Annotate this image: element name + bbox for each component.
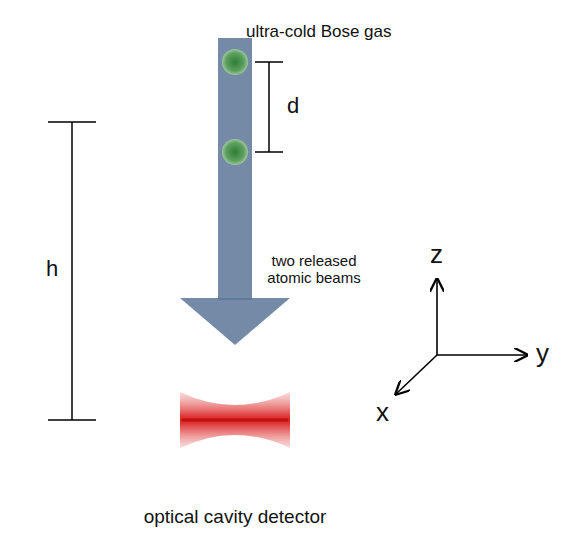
cavity-axis [182, 419, 288, 422]
bose-gas-cloud: ultra-cold Bose gas [150, 2, 320, 236]
beam-arrowhead [180, 298, 290, 345]
cavity-mode [180, 392, 290, 448]
dimension-label: h [46, 256, 58, 281]
node-label: optical cavity detector [144, 506, 327, 528]
coordinate-axes [396, 279, 527, 394]
atom-cloud [222, 139, 248, 165]
cavity-mirror [150, 348, 192, 492]
cavity-outline [150, 348, 320, 492]
atomic-beam [218, 38, 252, 300]
axis-label: z [430, 240, 443, 270]
node-label: ultra-cold Bose gas [246, 22, 392, 42]
beam-label: two released atomic beams [258, 252, 370, 287]
dimension-d [255, 62, 283, 152]
axis-label: y [536, 339, 549, 369]
optical-cavity: optical cavity detector [150, 348, 320, 492]
axis-label: x [376, 398, 389, 428]
cavity-mirror [278, 348, 320, 492]
atom-cloud [222, 49, 248, 75]
dimension-label: d [287, 93, 299, 118]
